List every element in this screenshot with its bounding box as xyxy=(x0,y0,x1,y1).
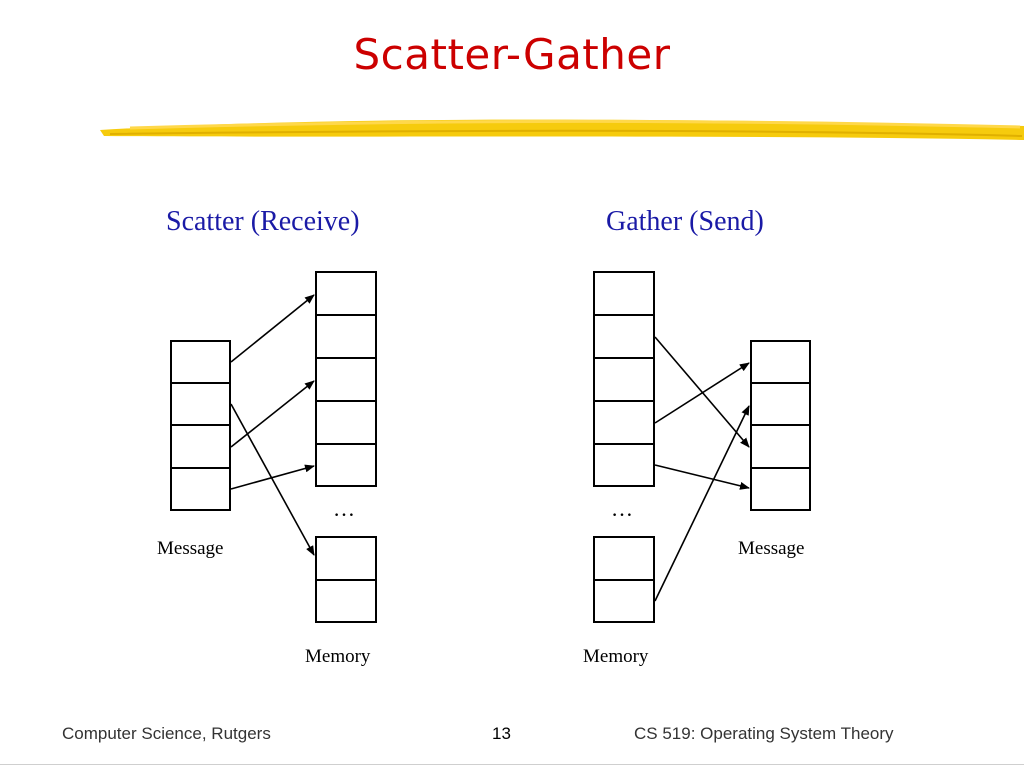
footer-page-number: 13 xyxy=(492,724,511,743)
scatter-memory-ellipsis: … xyxy=(333,496,357,521)
gather-memory-label: Memory xyxy=(583,646,649,667)
footer-institution: Computer Science, Rutgers xyxy=(62,724,271,743)
scatter-memory-label: Memory xyxy=(305,646,371,667)
scatter-heading: Scatter (Receive) xyxy=(166,206,360,237)
scatter-memory-lower xyxy=(315,536,377,623)
scatter-message-buffer xyxy=(170,340,231,511)
gather-memory-lower xyxy=(593,536,655,623)
title-highlight-stroke xyxy=(100,119,1024,140)
gather-memory-upper xyxy=(593,271,655,487)
footer-course: CS 519: Operating System Theory xyxy=(634,724,894,743)
slide-title: Scatter-Gather xyxy=(353,30,671,79)
gather-arrows xyxy=(654,336,750,602)
gather-heading: Gather (Send) xyxy=(606,206,764,237)
scatter-arrows xyxy=(230,294,315,556)
footer-divider xyxy=(0,764,1024,765)
gather-message-label: Message xyxy=(738,538,805,559)
gather-message-buffer xyxy=(750,340,811,511)
gather-memory-ellipsis: … xyxy=(611,496,635,521)
scatter-memory-upper xyxy=(315,271,377,487)
scatter-message-label: Message xyxy=(157,538,224,559)
